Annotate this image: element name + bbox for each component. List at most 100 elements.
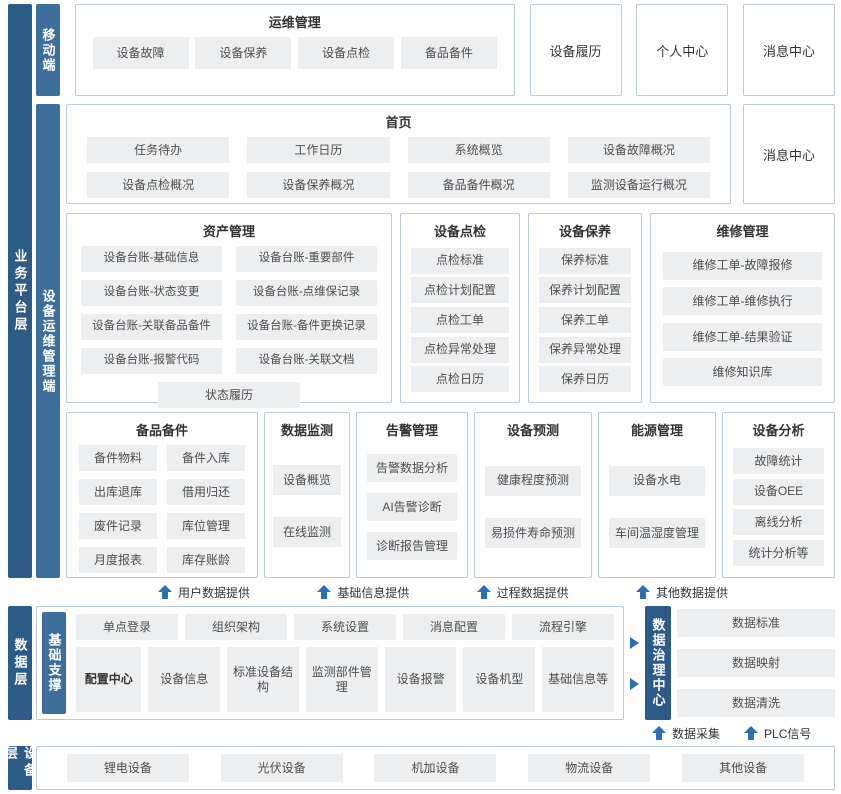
- up-arrow-icon: [652, 725, 666, 741]
- group-inspection: 设备点检 点检标准 点检计划配置 点检工单 点检异常处理 点检日历: [400, 213, 520, 403]
- module-item: 单点登录: [76, 614, 178, 640]
- module-item: 设备台账-状态变更: [81, 280, 222, 306]
- module-item: 设备台账-报警代码: [81, 348, 222, 374]
- data-layer-label: 数据层: [8, 606, 32, 720]
- module-item: 设备台账-重要部件: [236, 246, 377, 272]
- module-item: 设备台账-关联备品备件: [81, 314, 222, 340]
- module-item: 消息配置: [403, 614, 505, 640]
- intake-arrow-plc: PLC信号: [744, 725, 811, 742]
- module-item: 保养日历: [539, 366, 631, 393]
- group-title: 备品备件: [135, 423, 188, 438]
- module-item: AI告警诊断: [367, 493, 457, 521]
- config-center-item: 配置中心: [76, 647, 142, 712]
- group-home: 首页 任务待办 工作日历 系统概览 设备故障概况 设备点检概况 设备保养概况 备…: [66, 104, 731, 204]
- module-item: 维修工单-故障报修: [663, 251, 822, 280]
- flow-label: 过程数据提供: [496, 585, 569, 600]
- module-item: 设备点检: [298, 37, 395, 69]
- equipment-layer-label: 设备层: [3, 746, 37, 790]
- support-box: 基础支撑 单点登录 组织架构 系统设置 消息配置 流程引擎 配置中心 设备信息 …: [36, 606, 624, 720]
- group-title: 设备点检: [433, 224, 486, 239]
- flow-label: 用户数据提供: [178, 585, 251, 600]
- intake-arrow-collect: 数据采集: [652, 725, 720, 742]
- module-item: 系统设置: [294, 614, 396, 640]
- up-arrow-icon: [476, 584, 491, 600]
- group-title: 首页: [385, 115, 412, 130]
- module-item: 在线监测: [273, 517, 341, 547]
- flow-label: 数据采集: [672, 726, 721, 741]
- module-item: 维修工单-维修执行: [663, 287, 822, 316]
- module-item: 库位管理: [167, 513, 245, 539]
- module-item: 工作日历: [247, 137, 390, 163]
- module-item: 统计分析等: [733, 540, 824, 567]
- module-item: 设备报警: [384, 647, 457, 712]
- flow-arrow-other-data: 其他数据提供: [635, 584, 728, 601]
- module-item: 保养工单: [539, 306, 631, 333]
- module-item: 设备故障概况: [567, 137, 710, 163]
- module-item: 备件物料: [79, 445, 157, 471]
- group-title: 数据监测: [280, 423, 333, 438]
- module-item: 状态履历: [158, 382, 300, 408]
- module-item: 设备故障: [92, 37, 189, 69]
- module-item: 车间温湿度管理: [609, 518, 705, 549]
- governance-items: 数据标准 数据映射 数据清洗: [677, 606, 835, 720]
- module-item: 标准设备结构: [227, 647, 299, 712]
- module-item: 设备保养: [195, 37, 292, 69]
- group-title: 能源管理: [630, 423, 683, 438]
- equipment-item: 锂电设备: [66, 754, 189, 782]
- data-layer-row: 数据层 基础支撑 单点登录 组织架构 系统设置 消息配置 流程引擎 配置中心 设…: [8, 606, 835, 720]
- module-item: 离线分析: [733, 509, 824, 536]
- module-item: 备件入库: [167, 445, 245, 471]
- module-item: 监测设备运行概况: [567, 172, 710, 198]
- group-title: 设备预测: [506, 423, 559, 438]
- module-item: 设备信息: [148, 647, 221, 712]
- module-item: 借用归还: [167, 479, 245, 505]
- group-prediction: 设备预测 健康程度预测 易损件寿命预测: [474, 412, 592, 578]
- module-item: 保养异常处理: [539, 336, 631, 363]
- module-item: 设备机型: [463, 647, 536, 712]
- module-item: 维修知识库: [663, 358, 822, 387]
- group-title: 告警管理: [385, 423, 438, 438]
- flow-arrow-user-data: 用户数据提供: [158, 584, 250, 601]
- mgmt-section: 设备运维管理端 首页 任务待办 工作日历 系统概览 设备故障概况 设备点检概况: [36, 104, 835, 578]
- module-item: 任务待办: [87, 137, 230, 163]
- module-item: 基础信息等: [542, 647, 614, 712]
- group-title: 设备分析: [752, 423, 805, 438]
- group-title: 资产管理: [202, 224, 255, 239]
- intake-arrows-row: 数据采集 PLC信号: [652, 724, 835, 742]
- group-energy: 能源管理 设备水电 车间温湿度管理: [598, 412, 716, 578]
- governance-label: 数据治理中心: [645, 606, 671, 720]
- module-item: 点检日历: [411, 366, 509, 393]
- module-item: 设备OEE: [733, 478, 824, 505]
- module-item: 保养标准: [539, 247, 631, 274]
- group-upkeep: 设备保养 保养标准 保养计划配置 保养工单 保养异常处理 保养日历: [528, 213, 642, 403]
- module-item: 诊断报告管理: [367, 532, 457, 560]
- module-item: 告警数据分析: [367, 454, 457, 482]
- group-repair: 维修管理 维修工单-故障报修 维修工单-维修执行 维修工单-结果验证 维修知识库: [650, 213, 835, 403]
- module-item: 设备点检概况: [87, 172, 230, 198]
- solo-personal-center: 个人中心: [636, 4, 729, 96]
- up-arrow-icon: [158, 584, 172, 600]
- flow-label: 其他数据提供: [655, 585, 728, 600]
- group-asset-management: 资产管理 设备台账-基础信息 设备台账-重要部件 设备台账-状态变更 设备台账-…: [66, 213, 392, 408]
- module-item: 备品备件: [400, 37, 497, 69]
- equipment-box: 锂电设备 光伏设备 机加设备 物流设备 其他设备: [36, 746, 835, 790]
- module-item: 系统概览: [407, 137, 550, 163]
- up-arrow-icon: [635, 584, 650, 600]
- module-item: 出库退库: [79, 479, 157, 505]
- flow-arrow-base-info: 基础信息提供: [317, 584, 409, 601]
- governance-arrows: [630, 606, 639, 720]
- module-item: 备品备件概况: [407, 172, 550, 198]
- up-arrow-icon: [317, 584, 332, 600]
- group-title: 维修管理: [716, 224, 769, 239]
- solo-message-center-2: 消息中心: [743, 104, 835, 204]
- right-arrow-icon: [630, 636, 639, 649]
- equipment-item: 光伏设备: [220, 754, 343, 782]
- right-arrow-icon: [630, 677, 639, 690]
- mobile-section: 移动端 运维管理 设备故障 设备保养 设备点检 备品备件 设备履历 个人中心 消…: [36, 4, 835, 96]
- module-item: 监测部件管理: [305, 647, 378, 712]
- group-data-monitoring: 数据监测 设备概览 在线监测: [264, 412, 350, 578]
- module-item: 废件记录: [79, 513, 157, 539]
- module-item: 易损件寿命预测: [485, 518, 581, 549]
- up-arrow-icon: [744, 725, 759, 741]
